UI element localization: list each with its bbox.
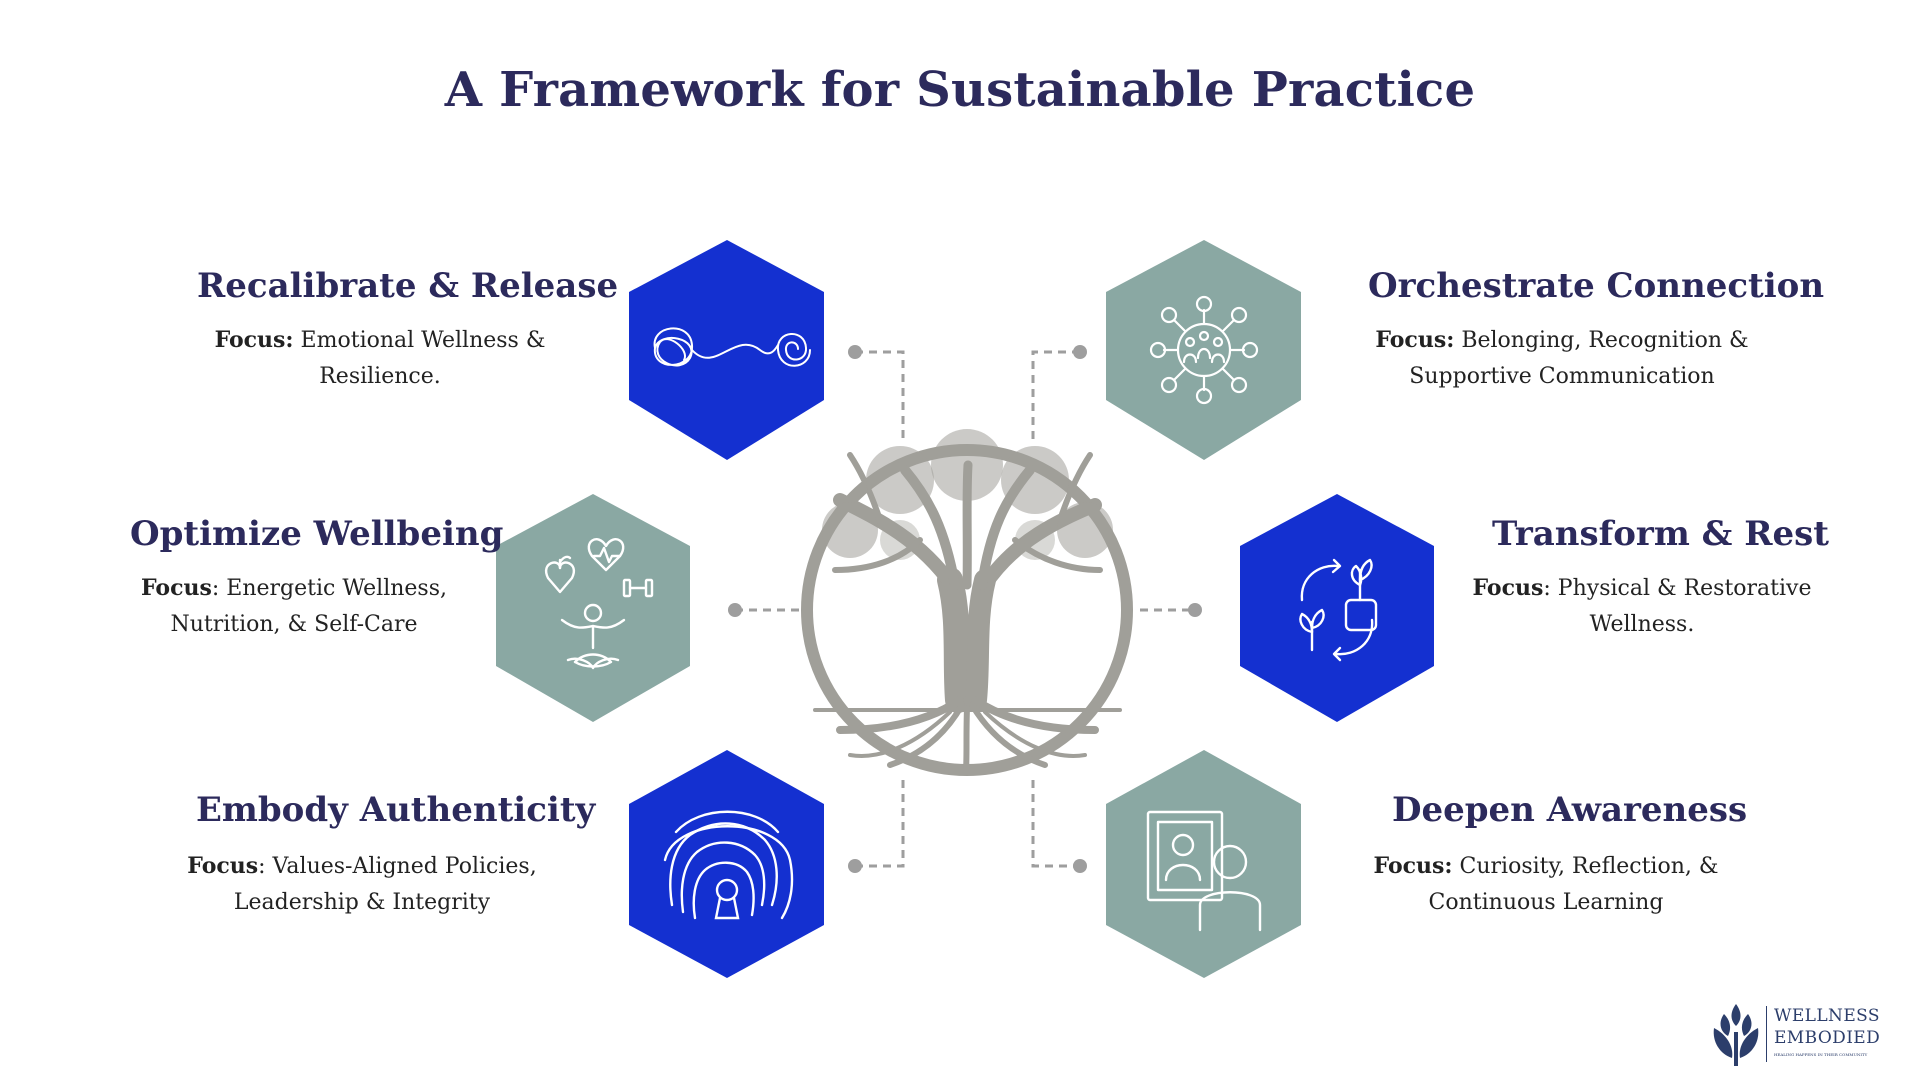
focus-label: Focus: [187, 853, 259, 879]
title-optimize: Optimize Wellbeing: [130, 514, 504, 554]
logo-divider: [1766, 1006, 1767, 1062]
focus-label: Focus:: [214, 327, 294, 353]
focus-deepen: Focus: Curiosity, Reflection, & Continuo…: [1336, 848, 1756, 921]
logo-tagline: HEALING HAPPENS IN THEIR COMMUNITY: [1774, 1052, 1868, 1057]
focus-text-line2: Nutrition, & Self-Care: [170, 612, 418, 637]
title-embody: Embody Authenticity: [196, 790, 596, 830]
network-people-icon: [1149, 295, 1259, 405]
focus-text-line1: Emotional Wellness &: [293, 328, 546, 353]
focus-text-line1: : Energetic Wellness,: [211, 576, 447, 601]
hexagon-deepen: [1106, 750, 1301, 978]
focus-transform: Focus: Physical & Restorative Wellness.: [1432, 570, 1852, 643]
fingerprint-lock-icon: [663, 810, 794, 920]
connector-recalibrate: [855, 350, 905, 440]
focus-label: Focus: [140, 575, 212, 601]
focus-text-line1: : Physical & Restorative: [1543, 576, 1812, 601]
focus-recalibrate: Focus: Emotional Wellness & Resilience.: [170, 322, 590, 395]
plant-cycle-icon: [1299, 558, 1378, 662]
brand-logo: WELLNESS EMBODIED HEALING HAPPENS IN THE…: [1706, 1002, 1896, 1068]
reflection-person-icon: [1146, 810, 1262, 932]
title-transform: Transform & Rest: [1492, 514, 1829, 554]
focus-text-line2: Leadership & Integrity: [233, 890, 491, 915]
tangle-spiral-icon: [653, 327, 811, 367]
focus-label: Focus: [1472, 575, 1544, 601]
connector-orchestrate: [1031, 350, 1080, 440]
focus-orchestrate: Focus: Belonging, Recognition & Supporti…: [1352, 322, 1772, 395]
connector-embody: [855, 780, 905, 868]
hexagon-embody: [629, 750, 824, 978]
focus-text-line1: Curiosity, Reflection, &: [1452, 854, 1719, 879]
title-orchestrate: Orchestrate Connection: [1368, 266, 1825, 306]
focus-optimize: Focus: Energetic Wellness, Nutrition, & …: [84, 570, 504, 643]
leaf-wheat-icon: [1713, 1004, 1759, 1066]
focus-text-line1: Belonging, Recognition &: [1454, 328, 1749, 353]
focus-label: Focus:: [1373, 853, 1453, 879]
title-recalibrate: Recalibrate & Release: [197, 266, 619, 306]
connector-lines: [735, 350, 1195, 868]
hexagon-transform: [1240, 494, 1434, 722]
page-title: A Framework for Sustainable Practice: [444, 62, 1476, 118]
logo-line1: WELLNESS: [1774, 1006, 1880, 1026]
wellbeing-yoga-icon: [545, 538, 654, 670]
focus-text-line2: Continuous Learning: [1428, 890, 1664, 915]
focus-text-line2: Supportive Communication: [1409, 364, 1715, 389]
connector-deepen: [1031, 780, 1080, 868]
title-deepen: Deepen Awareness: [1392, 790, 1748, 830]
logo-line2: EMBODIED: [1774, 1028, 1881, 1048]
focus-text-line2: Resilience.: [319, 364, 441, 389]
tree-of-life-icon: [801, 429, 1133, 776]
hexagon-optimize: [496, 494, 690, 722]
focus-text-line2: Wellness.: [1589, 612, 1695, 637]
hexagon-recalibrate: [629, 240, 824, 460]
focus-embody: Focus: Values-Aligned Policies, Leadersh…: [152, 848, 572, 921]
focus-label: Focus:: [1375, 327, 1455, 353]
focus-text-line1: : Values-Aligned Policies,: [258, 854, 537, 879]
connector-dots: [728, 345, 1202, 873]
